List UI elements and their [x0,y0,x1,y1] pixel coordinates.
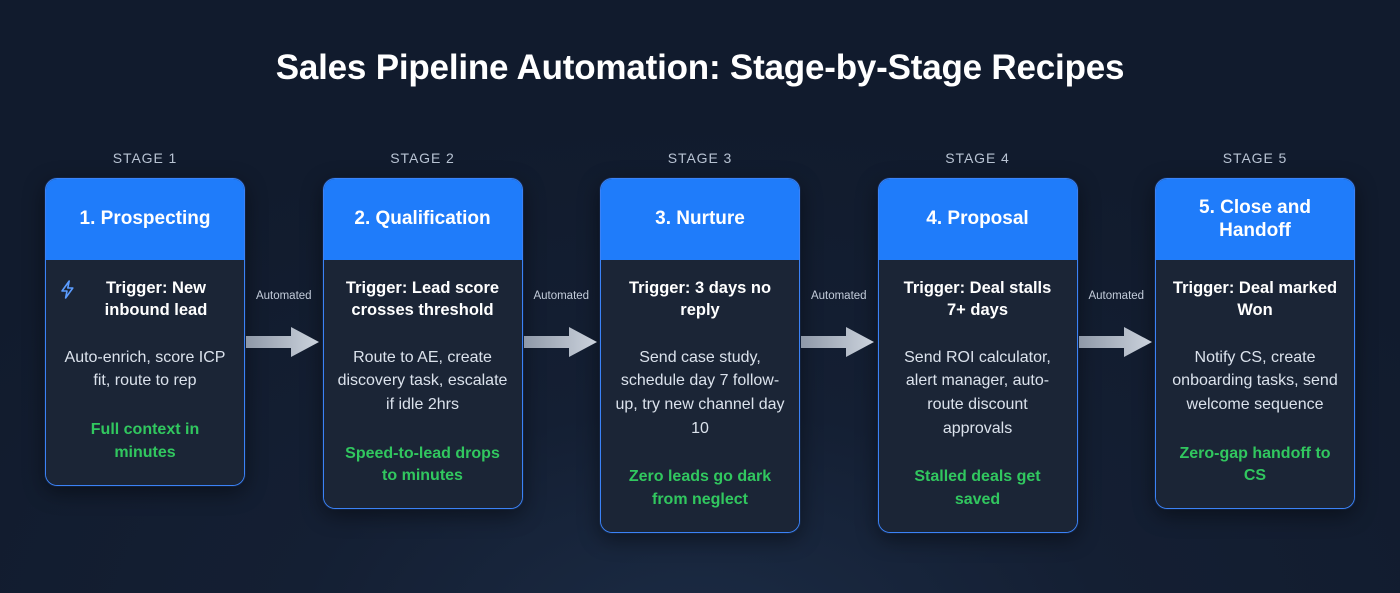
actions-text: Route to AE, create discovery task, esca… [337,348,508,413]
stage-label: STAGE 2 [390,150,455,166]
connector-label: Automated [533,290,590,302]
arrow-right-icon [1078,325,1153,364]
card-header: 4. Proposal [878,179,1077,260]
stage-label: STAGE 4 [945,150,1010,166]
actions-text: Send case study, schedule day 7 follow-u… [615,348,785,437]
stage-label: STAGE 3 [667,150,733,166]
connector-2: Automated [523,150,600,370]
connector-label: Automated [1088,290,1145,302]
connector-1: Automated [245,150,322,370]
trigger-text: Trigger: New inbound lead [104,279,208,319]
trigger-row: Trigger: 3 days no reply [615,278,785,322]
actions-text: Auto-enrich, score ICP fit, route to rep [64,348,226,390]
page-title: Sales Pipeline Automation: Stage-by-Stag… [275,48,1125,87]
connector-3: Automated [800,150,877,370]
connector-4: Automated [1078,150,1155,370]
card-header: 5. Close and Handoff [1156,179,1354,260]
trigger-row: Trigger: Deal stalls 7+ days [893,278,1063,322]
connector-label: Automated [255,290,312,302]
stage-label: STAGE 1 [112,150,178,166]
outcome-text: Speed-to-lead drops to minutes [345,444,500,485]
lightning-bolt-icon [60,280,75,306]
trigger-text: Trigger: Deal marked Won [1172,279,1338,319]
trigger-row: Trigger: New inbound lead [60,278,230,322]
card-header: 1. Prospecting [46,179,244,260]
outcome-text: Zero leads go dark from neglect [628,468,772,509]
actions-text: Send ROI calculator, alert manager, auto… [904,348,1051,437]
arrow-right-icon [523,325,598,364]
trigger-row: Trigger: Lead score crosses threshold [338,278,508,322]
trigger-row: Trigger: Deal marked Won [1170,278,1340,322]
stage-label: STAGE 5 [1222,150,1288,166]
arrow-right-icon [246,325,320,364]
outcome-text: Stalled deals get saved [914,468,1041,509]
card-header: 2. Qualification [323,179,522,260]
actions-text: Notify CS, create onboarding tasks, send… [1172,348,1338,413]
trigger-text: Trigger: 3 days no reply [628,279,772,319]
outcome-text: Full context in minutes [90,420,200,461]
connector-label: Automated [810,290,867,302]
trigger-text: Trigger: Lead score crosses threshold [345,279,500,319]
card-header: 3. Nurture [601,179,799,260]
trigger-text: Trigger: Deal stalls 7+ days [903,279,1052,319]
arrow-right-icon [801,325,875,364]
outcome-text: Zero-gap handoff to CS [1179,444,1331,485]
